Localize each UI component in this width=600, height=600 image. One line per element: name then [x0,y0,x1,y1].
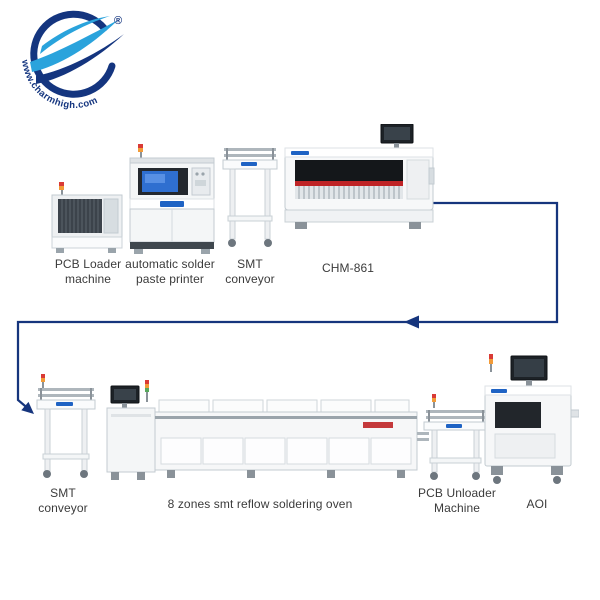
label-pcb-unloader: PCB Unloader Machine [418,486,496,515]
label-reflow-oven: 8 zones smt reflow soldering oven [167,497,353,511]
label-pcb-loader: PCB Loader machine [54,257,122,286]
machine-pcb-unloader [422,394,492,486]
brand-chip [446,424,462,428]
conveyor-illustration [222,148,278,247]
feeder-bank [295,186,403,199]
logo-wing-lower [36,34,124,84]
machine-aoi [477,354,579,486]
brand-chip [491,389,507,393]
label-solder-printer: automatic solder paste printer [125,257,215,286]
aoi-illustration [484,354,579,484]
brand-chip [160,201,184,207]
pick-and-place-illustration [284,124,435,229]
oven-monitor-icon [110,385,140,408]
oven-lids [158,399,410,413]
machine-solder-paste-printer [126,144,218,254]
signal-tower-icon [59,182,64,195]
logo-emblem-icon: ® www.charmhigh.com [19,10,124,111]
keyboard-tray [570,409,579,418]
machine-reflow-oven [97,380,429,486]
machine-pcb-loader [50,182,124,254]
red-stripe [295,181,403,186]
arrowhead-left-icon [404,315,419,329]
control-cabinet [106,407,156,473]
magazine-rack [58,199,102,233]
control-panel [191,167,211,196]
machine-pick-and-place [283,124,435,232]
brand-chip [56,402,73,406]
conveyor-rails [224,148,276,160]
reflow-oven-illustration [106,380,429,480]
label-aoi: AOI [526,497,548,511]
logo-wing-middle [30,20,118,72]
pcb-unloader-illustration [423,394,489,480]
brand-chip [241,162,257,166]
signal-tower-icon [145,380,149,402]
conveyor-illustration [36,374,96,478]
svg-text:www.charmhigh.com: www.charmhigh.com [19,58,100,111]
aoi-monitor-icon [510,355,548,386]
inspection-window [495,402,541,428]
machine-smt-conveyor-out [35,374,97,486]
oven-brand-mark [363,422,393,428]
monitor-icon [380,124,414,152]
logo-url-text: www.charmhigh.com [19,58,99,111]
work-area-window [295,160,403,181]
machine-smt-conveyor-in [221,140,279,254]
pcb-loader-illustration [51,182,123,253]
oven-doors [160,437,412,465]
registered-mark: ® [114,15,122,27]
charmhigh-logo: ® www.charmhigh.com [14,8,134,126]
brand-chip [291,151,309,155]
label-smt-conveyor-in: SMT conveyor [225,257,275,286]
label-smt-conveyor-out: SMT conveyor [38,486,88,515]
signal-tower-icon [489,354,493,372]
flow-line [16,201,559,412]
arrowhead-down-icon [21,401,34,414]
signal-tower-icon [138,144,143,158]
solder-printer-illustration [129,144,215,254]
signal-tower-icon [41,374,45,388]
label-chm-861: CHM-861 [321,261,375,275]
signal-tower-icon [432,394,436,408]
